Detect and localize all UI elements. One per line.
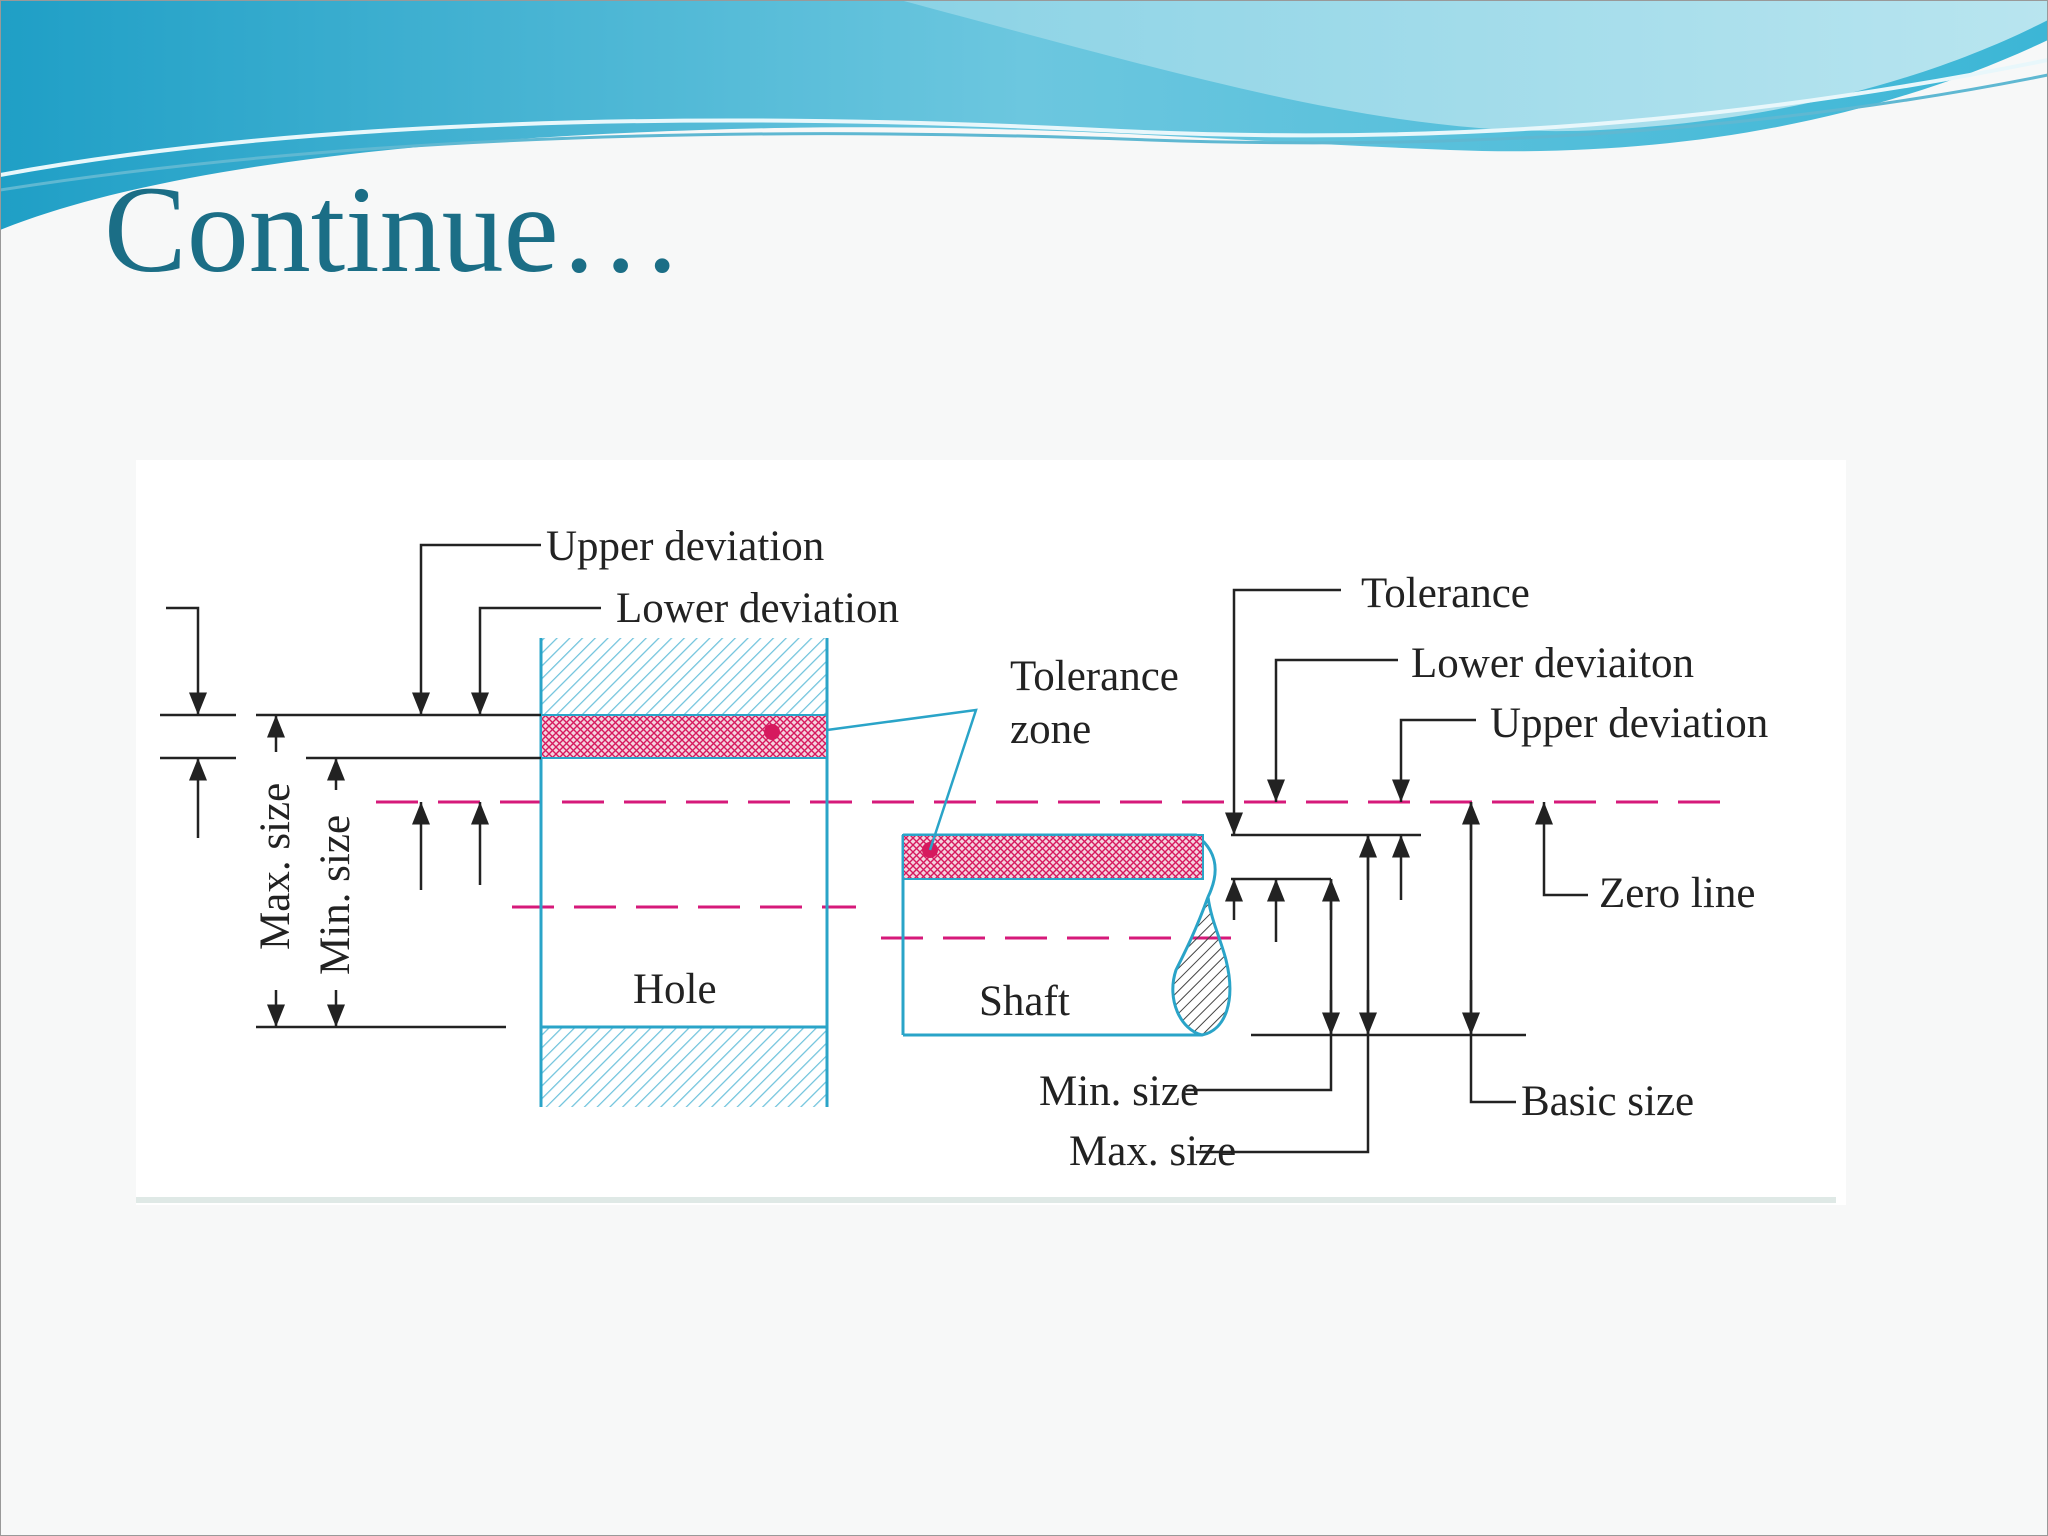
shaft-body (901, 833, 1232, 1037)
left-size-dimensions (267, 715, 345, 1027)
hole-label: Hole (633, 966, 717, 1013)
header-wave-decoration (0, 0, 2048, 230)
shaft-label: Shaft (979, 978, 1070, 1025)
tolerance-zone-label-line2: zone (1010, 706, 1091, 753)
tolerance-zone-leader (826, 708, 978, 851)
upper-deviation-label-left: Upper deviation (546, 523, 824, 570)
tolerance-diagram: Max. size Min. size Upper deviation Lowe… (136, 460, 1846, 1205)
zero-line-label: Zero line (1599, 870, 1755, 917)
max-size-label-right: Max. size (1069, 1128, 1236, 1175)
basic-size-label: Basic size (1521, 1078, 1694, 1125)
tolerance-diagram-svg: Max. size Min. size Upper deviation Lowe… (136, 460, 1846, 1205)
max-size-label-left: Max. size (252, 783, 299, 950)
hole-zone-dot (764, 724, 780, 740)
upper-deviation-label-right: Upper deviation (1490, 700, 1768, 747)
right-dimension-arrows (1186, 588, 1588, 1154)
lower-deviation-label-right: Lower deviaiton (1411, 640, 1694, 687)
tolerance-zone-label-line1: Tolerance (1010, 653, 1179, 700)
left-deviation-arrows (166, 543, 601, 890)
left-extension-lines (160, 713, 541, 1029)
hole-tolerance-zone (540, 714, 828, 759)
min-size-label-left: Min. size (312, 815, 359, 975)
hole-body (539, 638, 829, 1107)
tolerance-label-right: Tolerance (1361, 570, 1530, 617)
slide-title: Continue… (104, 161, 683, 298)
shaft-tolerance-zone (902, 834, 1204, 880)
lower-deviation-label-left: Lower deviation (616, 585, 899, 632)
min-size-label-right: Min. size (1039, 1068, 1199, 1115)
